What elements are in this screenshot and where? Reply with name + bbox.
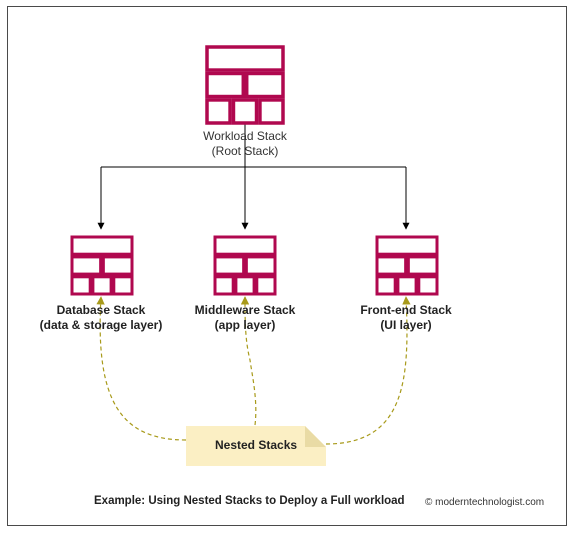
brick (396, 275, 418, 296)
database-stack-label-line2: (data & storage layer) (39, 318, 163, 332)
brick (205, 71, 246, 99)
brick (213, 235, 277, 256)
diagram-caption: Example: Using Nested Stacks to Deploy a… (94, 495, 405, 507)
brick (375, 275, 397, 296)
nested-stacks-note (186, 426, 326, 466)
brick (205, 98, 232, 125)
brick (244, 71, 285, 99)
brick (101, 255, 134, 276)
root-stack-brick-icon (205, 45, 285, 125)
nested-link-frontend (325, 296, 411, 445)
frontend-stack-label-line1: Front-end Stack (360, 303, 452, 317)
brick (213, 255, 246, 276)
root-stack-label-line2: (Root Stack) (211, 144, 279, 158)
brick (231, 98, 259, 125)
brick (406, 255, 439, 276)
frontend-stack-brick-icon (375, 235, 439, 296)
middleware-stack-label: Middleware Stack (app layer) (180, 303, 310, 333)
nested-stacks-note-text: Nested Stacks (215, 438, 298, 452)
brick (255, 275, 277, 296)
middleware-stack-label-line2: (app layer) (214, 318, 276, 332)
brick (70, 255, 103, 276)
brick (213, 275, 235, 296)
brick (91, 275, 113, 296)
brick (417, 275, 439, 296)
database-stack-brick-icon (70, 235, 134, 296)
root-to-children-connectors (97, 124, 410, 230)
brick (234, 275, 256, 296)
brick (258, 98, 285, 125)
frontend-stack-label-line2: (UI layer) (380, 318, 432, 332)
brick (112, 275, 134, 296)
database-stack-label-line1: Database Stack (56, 303, 146, 317)
brick (70, 235, 134, 256)
copyright-notice: © moderntechnologist.com (425, 497, 545, 508)
nested-stack-links (96, 296, 411, 445)
diagram-frame (7, 6, 567, 526)
brick (70, 275, 92, 296)
database-stack-label: Database Stack (data & storage layer) (31, 303, 171, 333)
brick (375, 235, 439, 256)
root-stack-label: Workload Stack (Root Stack) (185, 129, 305, 159)
middleware-stack-label-line1: Middleware Stack (194, 303, 296, 317)
nested-link-database (96, 296, 187, 441)
nested-link-middleware (240, 296, 257, 426)
root-stack-label-line1: Workload Stack (203, 129, 287, 143)
frontend-stack-label: Front-end Stack (UI layer) (346, 303, 466, 333)
middleware-stack-brick-icon (213, 235, 277, 296)
brick (205, 45, 285, 72)
brick (375, 255, 408, 276)
brick (244, 255, 277, 276)
